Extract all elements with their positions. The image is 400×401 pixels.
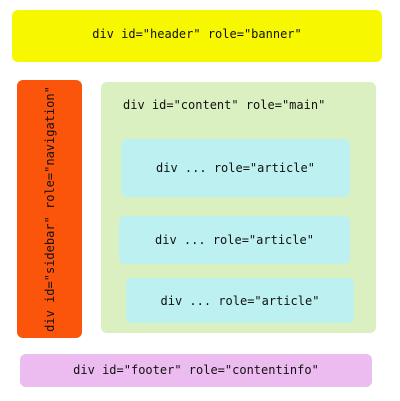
article-label: div ... role="article" bbox=[160, 293, 320, 308]
sidebar-label: div id="sidebar" role="navigation" bbox=[42, 86, 57, 332]
content-label: div id="content" role="main" bbox=[123, 98, 326, 112]
article-label: div ... role="article" bbox=[156, 161, 315, 175]
article-box: div ... role="article" bbox=[119, 216, 350, 264]
header-label: div id="header" role="banner" bbox=[92, 27, 302, 41]
content-region: div id="content" role="main" div ... rol… bbox=[101, 82, 376, 333]
article-box: div ... role="article" bbox=[121, 139, 350, 197]
footer-label: div id="footer" role="contentinfo" bbox=[73, 363, 319, 377]
article-box: div ... role="article" bbox=[126, 278, 354, 323]
article-label: div ... role="article" bbox=[155, 233, 314, 247]
sidebar-region: div id="sidebar" role="navigation" bbox=[17, 80, 82, 338]
header-region: div id="header" role="banner" bbox=[12, 10, 382, 62]
footer-region: div id="footer" role="contentinfo" bbox=[20, 354, 372, 387]
